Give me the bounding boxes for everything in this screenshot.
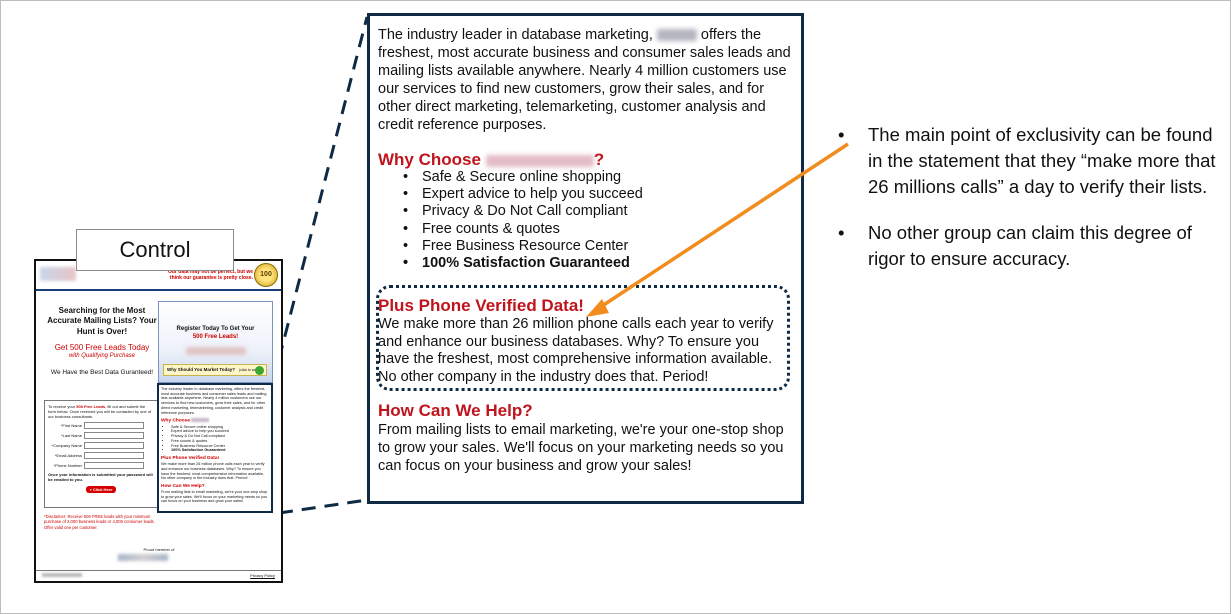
zoom-intro-paragraph: The industry leader in database marketin…	[378, 26, 798, 134]
field-label: *Email Address	[54, 453, 82, 458]
blurred-company-name	[656, 29, 697, 42]
note-item: No other group can claim this degree of …	[838, 220, 1218, 272]
how-can-we-help-text: From mailing lists to email marketing, w…	[378, 422, 784, 474]
why-heading-text: Why Choose	[378, 150, 481, 169]
control-label: Control	[76, 229, 234, 271]
why-choose-heading: Why Choose ?	[378, 150, 604, 170]
analysis-notes: The main point of exclusivity can be fou…	[838, 122, 1218, 292]
form-field-company: *Company Name	[48, 442, 154, 449]
why-choose-list: Safe & Secure online shopping Expert adv…	[403, 169, 780, 272]
list-item: Free counts & quotes	[403, 221, 780, 238]
thumb-why-heading-text: Why Choose	[161, 418, 191, 424]
thumb-help-text: From mailing lists to email marketing, w…	[161, 489, 268, 504]
list-item: Free Business Resource Center	[171, 444, 269, 449]
thumb-help-heading: How Can We Help?	[161, 483, 205, 489]
thumb-why-heading: Why Choose	[161, 418, 269, 424]
video-bar-hint: (click to watch)	[239, 367, 263, 372]
list-item: Privacy & Do Not Call compliant	[171, 434, 269, 439]
field-label: *First Name	[60, 423, 82, 428]
first-name-input[interactable]	[84, 422, 144, 429]
company-input[interactable]	[84, 442, 144, 449]
field-label: *Phone Number	[53, 463, 82, 468]
play-icon[interactable]	[255, 366, 264, 375]
thumb-why-list: Safe & Secure online shopping Expert adv…	[161, 425, 269, 453]
note-item: The main point of exclusivity can be fou…	[838, 122, 1218, 200]
phone-verified-highlight-box	[376, 285, 790, 391]
list-item: Expert advice to help you succeed	[403, 186, 780, 203]
form-intro-highlight: 500 Free Leads	[76, 404, 106, 409]
how-can-we-help-heading: How Can We Help?	[378, 401, 533, 420]
thumb-body-intro: The industry leader in database marketin…	[161, 387, 267, 415]
thumb-phone-heading: Plus Phone Verified Data!	[161, 456, 220, 462]
thumb-footer: Privacy Policy	[36, 570, 281, 581]
intro-text-part1: The industry leader in database marketin…	[378, 27, 653, 43]
thumb-hero: Searching for the Most Accurate Mailing …	[44, 306, 160, 377]
last-name-input[interactable]	[84, 432, 144, 439]
thumb-logo	[40, 267, 76, 281]
thumb-phone-text: We make more than 26 million phone calls…	[161, 462, 265, 481]
list-item: Free counts & quotes	[171, 439, 269, 444]
phone-verified-text: We make more than 26 million phone calls…	[378, 316, 774, 385]
email-input[interactable]	[84, 452, 144, 459]
video-bar-text: Why Should You Market Today?	[167, 367, 236, 373]
thumb-best-data: We Have the Best Data Guranteed!	[50, 368, 154, 376]
thumb-headline: Searching for the Most Accurate Mailing …	[47, 306, 157, 336]
field-label: *Company Name	[51, 443, 82, 448]
watch-video-bar[interactable]: Why Should You Market Today? (click to w…	[163, 364, 267, 376]
why-heading-suffix: ?	[593, 150, 605, 169]
register-highlight: 500 Free Leads!	[192, 333, 239, 340]
list-item: 100% Satisfaction Guaranteed	[171, 448, 269, 453]
list-item: Safe & Secure online shopping	[171, 425, 269, 430]
thumb-body-copy-highlight: The industry leader in database marketin…	[157, 383, 273, 513]
thumb-offer-sub: with Qualifying Purchase	[68, 353, 136, 360]
thumb-form-intro: To receive your 500 Free Leads, fill out…	[48, 404, 154, 419]
form-field-phone: *Phone Number	[48, 462, 154, 469]
intro-text-part2: offers the freshest, most accurate busin…	[378, 27, 791, 133]
list-item: Free Business Resource Center	[403, 238, 780, 255]
field-label: *Last Name	[61, 433, 82, 438]
form-field-email: *Email Address	[48, 452, 154, 459]
phone-input[interactable]	[84, 462, 144, 469]
register-title-text: Register Today To Get Your	[176, 326, 255, 332]
list-item: Expert advice to help you succeed	[171, 429, 269, 434]
thumb-proud-member: Proud member of	[143, 547, 175, 552]
form-intro-prefix: To receive your	[48, 404, 76, 409]
list-item: Privacy & Do Not Call compliant	[403, 203, 780, 220]
thumb-offer: Get 500 Free Leads Today	[54, 343, 150, 353]
click-here-button[interactable]: » Click Here	[86, 486, 116, 493]
register-blurred-brand	[185, 347, 246, 355]
form-note: Once your information is submitted your …	[48, 472, 153, 482]
phone-verified-heading: Plus Phone Verified Data!	[378, 296, 584, 315]
thumb-lead-form: To receive your 500 Free Leads, fill out…	[44, 400, 158, 508]
form-field-last-name: *Last Name	[48, 432, 154, 439]
thumb-header: Our data may not be perfect, but we thin…	[36, 261, 281, 291]
footer-blurred-copyright	[42, 573, 82, 577]
thumb-tagline: Our data may not be perfect, but we thin…	[167, 269, 253, 282]
list-item: 100% Satisfaction Guaranteed	[403, 255, 780, 272]
form-field-first-name: *First Name	[48, 422, 154, 429]
member-badge-logo	[118, 554, 168, 561]
list-item: Safe & Secure online shopping	[403, 169, 780, 186]
thumb-disclaimer: *Disclaimer: Receive 500 FREE leads with…	[44, 514, 155, 530]
blurred-brand-name	[191, 418, 210, 423]
privacy-policy-link[interactable]: Privacy Policy	[250, 573, 275, 578]
control-page-thumbnail: Our data may not be perfect, but we thin…	[34, 259, 283, 583]
blurred-brand-url	[485, 154, 594, 167]
guarantee-seal-icon: 100	[254, 263, 278, 287]
form-intro-suffix: , fill out and submit the form below. On…	[48, 404, 152, 419]
zoomed-body-copy: The industry leader in database marketin…	[367, 13, 804, 504]
